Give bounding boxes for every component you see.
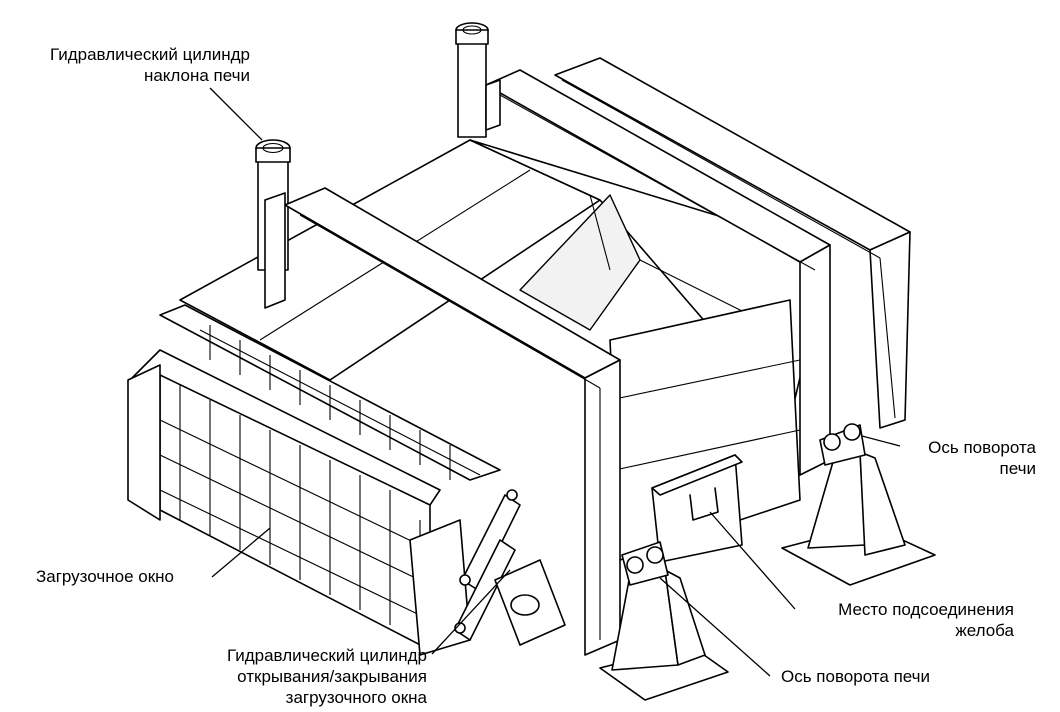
- label-door-cylinder-line1: Гидравлический цилиндр: [226, 646, 427, 665]
- front-pivot-support: [599, 541, 729, 701]
- chute-connection: [651, 454, 743, 563]
- tilt-cylinder-rear: [455, 22, 489, 138]
- label-loading-window-text: Загрузочное окно: [36, 567, 174, 586]
- label-door-cylinder-line3: загрузочного окна: [285, 688, 427, 707]
- label-pivot-bottom: Ось поворота печи: [781, 666, 930, 687]
- label-chute-connection: Место подсоединения желоба: [790, 599, 1014, 641]
- label-loading-window: Загрузочное окно: [36, 566, 174, 587]
- label-pivot-bottom-text: Ось поворота печи: [781, 667, 931, 686]
- label-tilt-cylinder: Гидравлический цилиндр наклона печи: [0, 44, 250, 86]
- label-chute-connection-line2: желоба: [955, 621, 1014, 640]
- label-door-cylinder: Гидравлический цилиндр открывания/закрыв…: [180, 645, 427, 708]
- label-chute-connection-line1: Место подсоединения: [838, 600, 1014, 619]
- right-pivot-support: [781, 423, 936, 586]
- label-tilt-cylinder-line1: Гидравлический цилиндр: [49, 45, 250, 64]
- label-pivot-right-line2: печи: [999, 459, 1036, 478]
- label-tilt-cylinder-line2: наклона печи: [143, 66, 250, 85]
- rear-frame: [485, 69, 831, 476]
- door-hydraulic-cylinder: [454, 489, 566, 646]
- loading-door: [127, 304, 501, 656]
- label-pivot-right-line1: Ось поворота: [928, 438, 1036, 457]
- front-frame: [264, 187, 621, 656]
- label-pivot-right: Ось поворота печи: [870, 437, 1036, 479]
- rear-right-flange: [554, 57, 911, 429]
- label-door-cylinder-line2: открывания/закрывания: [237, 667, 427, 686]
- leader-lines: [209, 87, 901, 677]
